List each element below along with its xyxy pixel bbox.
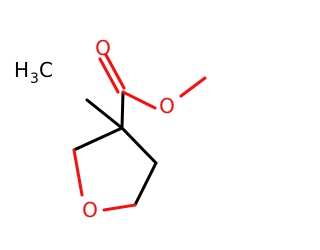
bond-carbonyl-double-2 [104, 53, 126, 90]
methyl-subscript-label: 3 [30, 71, 39, 87]
bond-c3-methyl [85, 98, 124, 130]
bond-c3-carbonyl [120, 90, 125, 130]
ester-oxygen-label: O [159, 94, 175, 118]
bond-carbonyl-double-1 [98, 57, 120, 94]
bond-ring-c3-c2 [72, 126, 124, 152]
bond-ring-c4-c5 [133, 161, 158, 207]
bond-ring-c5-o [102, 203, 137, 212]
bond-ester-o-methyl [179, 76, 207, 98]
bond-ring-c3-c4 [120, 126, 158, 165]
molecule-structure: O O O H 3 C [14, 36, 207, 222]
ring-oxygen-label: O [82, 198, 98, 222]
bond-ring-o-c2 [72, 148, 84, 197]
methyl-c-label: C [39, 58, 53, 82]
methyl-h-label: H [14, 58, 29, 82]
bond-carbonyl-ester-o [121, 90, 157, 110]
carbonyl-oxygen-label: O [95, 36, 111, 60]
